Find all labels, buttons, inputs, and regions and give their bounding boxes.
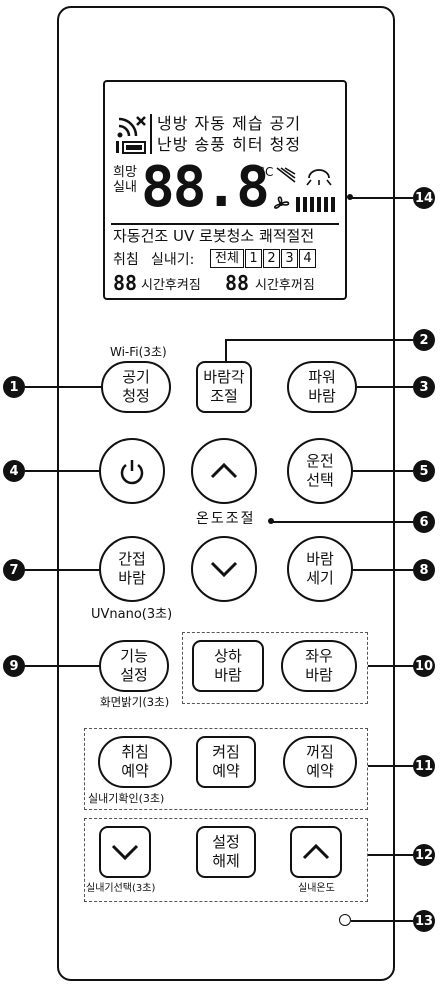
indoor-select-caption: 실내기선택(3초) (86, 883, 156, 894)
uvnano-caption: UVnano(3초) (91, 607, 173, 622)
lcd-mode-row1: 냉방 자동 제습 공기 (157, 114, 302, 133)
callout-11: 11 (413, 755, 435, 777)
indoor-temp-caption: 실내온도 (298, 883, 335, 894)
leader-10 (368, 665, 413, 667)
leader-13 (351, 920, 413, 922)
temp-adjust-label: 온도조절 (196, 511, 256, 527)
lcd-indoor-label: 실내 (113, 180, 137, 195)
leader-4 (25, 470, 99, 472)
wind-direction-icon (276, 167, 332, 186)
temp-up-button[interactable] (191, 438, 257, 504)
callout-1: 1 (3, 376, 25, 398)
leader-2-vertical (225, 339, 227, 361)
fan-speed-icon (274, 196, 335, 212)
lcd-celsius: °C (259, 165, 274, 179)
indoor-temp-up-button[interactable] (290, 826, 342, 878)
leader-2 (225, 339, 413, 341)
lcd-unit-2: 2 (263, 249, 280, 268)
reserve-group-outline (84, 728, 368, 810)
brightness-caption: 화면밝기(3초) (100, 695, 170, 709)
callout-6: 6 (413, 511, 435, 533)
power-button[interactable] (99, 438, 165, 504)
lcd-temp-digits: 88.8 (141, 155, 270, 220)
callout-10: 10 (413, 655, 435, 677)
callout-7: 7 (3, 559, 25, 581)
wifi-icon (117, 116, 146, 138)
leader-14 (350, 197, 413, 199)
leader-7 (25, 569, 99, 571)
lcd-display: 냉방 자동 제습 공기 난방 송풍 히터 청정 희망 실내 88.8 °C 자동… (103, 80, 347, 300)
lcd-indoor-unit-label: 실내기: (151, 252, 195, 268)
leader-6-dot (268, 518, 274, 524)
indoor-check-caption: 실내기확인(3초) (88, 792, 165, 805)
power-icon (120, 460, 144, 485)
remote-body (57, 6, 395, 981)
leader-14-dot (347, 194, 353, 200)
callout-8: 8 (413, 559, 435, 581)
lcd-mode-row2: 난방 송풍 히터 청정 (157, 135, 302, 154)
lcd-separator (111, 223, 339, 225)
lcd-features-row: 자동건조 UV 로봇청소 쾌적절전 (113, 227, 315, 245)
callout-9: 9 (3, 655, 25, 677)
lcd-timer-digits-2: 88 (225, 271, 250, 295)
chevron-up-icon (210, 462, 238, 479)
battery-icon (116, 141, 146, 154)
lcd-divider (150, 114, 152, 154)
leader-1 (25, 386, 101, 388)
indoor-group-outline (84, 818, 368, 902)
callout-4: 4 (3, 460, 25, 482)
indoor-select-down-button[interactable] (99, 826, 151, 878)
lcd-hope-label: 희망 (113, 165, 137, 180)
callout-3: 3 (413, 376, 435, 398)
lcd-timer-off-label: 시간후꺼짐 (255, 278, 315, 293)
callout-5: 5 (413, 460, 435, 482)
lcd-timer-digits-1: 88 (113, 271, 138, 295)
callout-14: 14 (413, 187, 435, 209)
callout-13: 13 (413, 910, 435, 932)
leader-12 (368, 854, 413, 856)
leader-9 (25, 665, 99, 667)
wifi-caption: Wi-Fi(3초) (110, 345, 167, 359)
leader-5 (353, 470, 413, 472)
callout-12: 12 (413, 844, 435, 866)
leader-6 (271, 521, 413, 523)
chevron-up-icon (302, 843, 330, 860)
lcd-sleep-label: 취침 (113, 252, 139, 268)
chevron-down-icon (210, 561, 238, 578)
lcd-unit-3: 3 (281, 249, 298, 268)
wind-group-outline (182, 632, 368, 704)
callout-2: 2 (413, 329, 435, 351)
chevron-down-icon (111, 844, 139, 861)
lcd-timer-on-label: 시간후켜짐 (141, 278, 201, 293)
sensor-hole (339, 914, 351, 926)
lcd-unit-1: 1 (245, 249, 262, 268)
leader-8 (353, 569, 413, 571)
lcd-unit-4: 4 (299, 249, 316, 268)
lcd-unit-all: 전체 (210, 249, 244, 268)
leader-3 (357, 386, 413, 388)
leader-11 (368, 765, 413, 767)
temp-down-button[interactable] (191, 536, 257, 602)
